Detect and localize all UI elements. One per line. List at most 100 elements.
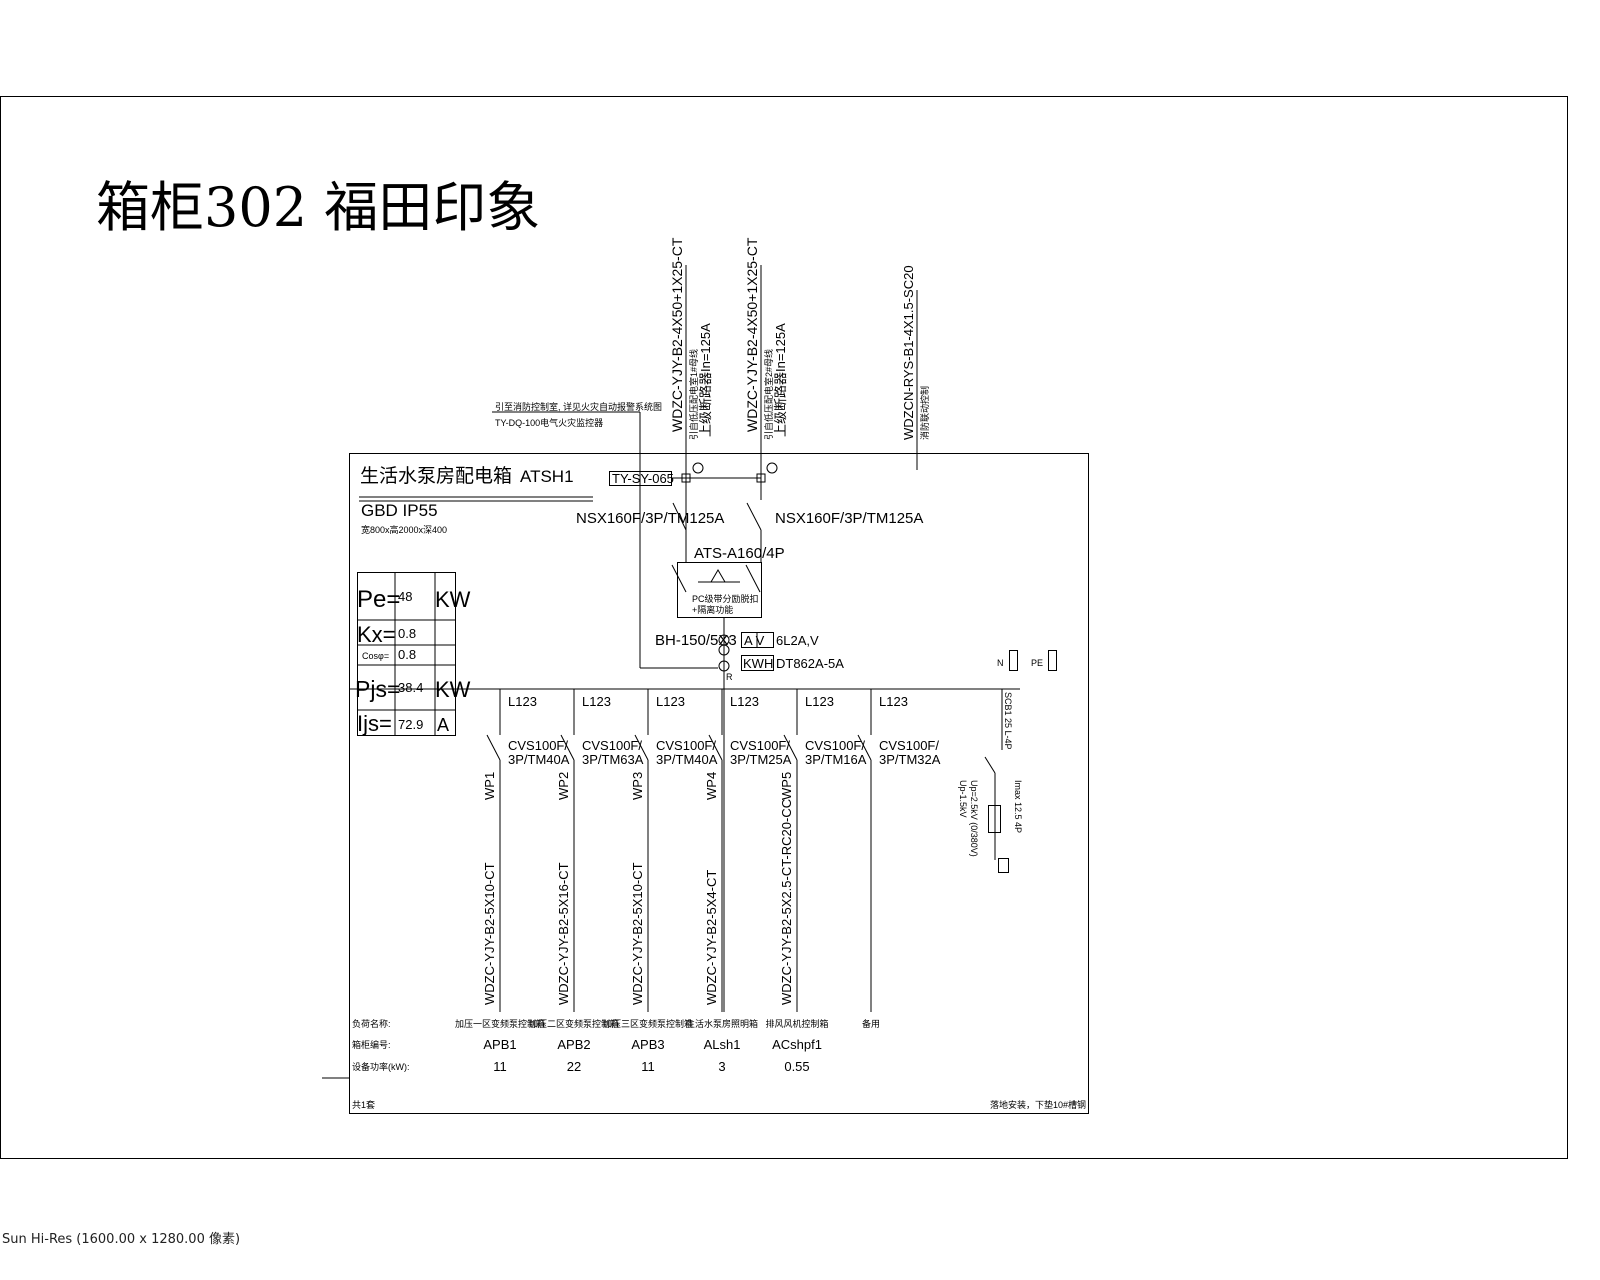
meter-av-model: 6L2A,V xyxy=(776,633,819,648)
surge-protector xyxy=(984,689,1009,873)
feeder-breaker-model: CVS100F/ xyxy=(805,738,865,753)
feeder-phase: L123 xyxy=(730,694,759,709)
row-label-power: 设备功率(kW): xyxy=(352,1061,410,1072)
feeder-breaker-rating: 3P/TM40A xyxy=(508,752,570,767)
feeder-box-code: ALsh1 xyxy=(704,1037,741,1052)
feeder-power: 22 xyxy=(567,1059,581,1074)
meter-av: A V xyxy=(744,633,765,648)
pe-unit: KW xyxy=(435,587,471,612)
spd-line-3: Up=2.5kV (0/380V) xyxy=(969,780,979,857)
feeder-breaker-model: CVS100F/ xyxy=(508,738,568,753)
ijs-label: Ijs= xyxy=(357,711,392,736)
feeder-phase: L123 xyxy=(805,694,834,709)
row-label-code: 箱柜编号: xyxy=(352,1039,391,1050)
feeder-power: 11 xyxy=(641,1059,655,1074)
feeder-power: 0.55 xyxy=(784,1059,809,1074)
feed2-cable: WDZC-YJY-B2-4X50+1X25-CT xyxy=(744,237,760,432)
breaker-contact xyxy=(560,734,575,761)
ats-note-1: PC级带分励脱扣 xyxy=(692,593,759,604)
dimensions: 宽800x高2000x深400 xyxy=(361,524,447,535)
pe-label: Pe= xyxy=(357,586,400,613)
feeder-breaker-rating: 3P/TM40A xyxy=(656,752,718,767)
feeder-power: 11 xyxy=(493,1059,507,1074)
breaker-contact xyxy=(857,734,872,761)
breaker-2: NSX160F/3P/TM125A xyxy=(775,510,923,527)
panel-name: 生活水泵房配电箱 xyxy=(360,465,512,487)
spd-line-4: Up-1.5kV xyxy=(958,780,968,818)
breaker-contact xyxy=(708,734,723,761)
feed1-note1: 引自低压配电室1#母线 xyxy=(688,349,699,440)
r-label: R xyxy=(726,672,733,682)
feeder-box-code: APB2 xyxy=(557,1037,590,1052)
feeder-id: WP1 xyxy=(482,772,497,800)
feeder-breaker-rating: 3P/TM32A xyxy=(879,752,941,767)
ijs-unit: A xyxy=(437,715,449,735)
page-title: 箱柜302 福田印象 xyxy=(96,176,540,239)
incoming-wiring xyxy=(349,265,1057,1012)
feeder-load-name: 加压二区变频泵控制箱 xyxy=(529,1018,619,1029)
cos-value: 0.8 xyxy=(398,647,416,662)
panel-box xyxy=(349,453,1089,1114)
ats-note-2: +隔离功能 xyxy=(692,604,733,615)
ats-switch: ATS-A160/4P xyxy=(694,545,785,562)
meter-kwh: KWH xyxy=(743,656,773,671)
current-transformer: BH-150/5X3 xyxy=(655,632,737,649)
feeder-phase: L123 xyxy=(582,694,611,709)
enclosure: GBD IP55 xyxy=(361,501,438,520)
feed1-note2: 上级断路器In=125A xyxy=(698,323,713,437)
feeder-phase: L123 xyxy=(508,694,537,709)
feeder-phase: L123 xyxy=(656,694,685,709)
breaker-contact xyxy=(634,734,649,761)
fire-cable-note: 消防联动控制 xyxy=(919,386,930,440)
feeder-load-name: 加压一区变频泵控制箱 xyxy=(455,1018,545,1029)
feeder-cable: WDZC-YJY-B2-5X16-CT xyxy=(556,862,571,1005)
spd-line-1: SCB1 25 L-4P xyxy=(1003,692,1013,750)
feed2-note2: 上级断路器In=125A xyxy=(773,323,788,437)
feed1-cable: WDZC-YJY-B2-4X50+1X25-CT xyxy=(669,237,685,432)
feeder-load-name: 生活水泵房照明箱 xyxy=(686,1018,758,1029)
kx-label: Kx= xyxy=(357,622,396,647)
pe-value: 48 xyxy=(398,589,412,604)
meter-kwh-model: DT862A-5A xyxy=(776,656,844,671)
feeder-cable: WDZC-YJY-B2-5X4-CT xyxy=(704,870,719,1005)
panel-code: ATSH1 xyxy=(520,467,574,486)
drawing-frame xyxy=(0,96,1568,1159)
feeder-cable: WDZC-YJY-B2-5X10-CT xyxy=(482,862,497,1005)
feeder-load-name: 排风风机控制箱 xyxy=(765,1018,828,1029)
feeder-load-name: 加压三区变频泵控制箱 xyxy=(603,1018,693,1029)
feeder-id: WP3 xyxy=(630,772,645,800)
feeder-cable: WDZC-YJY-B2-5X2.5-CT-RC20-CC xyxy=(779,799,794,1005)
fire-note-1: 引至消防控制室, 详见火灾自动报警系统图 xyxy=(495,401,662,412)
feeder-breaker-rating: 3P/TM63A xyxy=(582,752,644,767)
feeder-power: 3 xyxy=(718,1059,725,1074)
quantity: 共1套 xyxy=(352,1099,375,1110)
monitor-box: TY-SY-065 xyxy=(612,471,674,486)
feeder-breaker-model: CVS100F/ xyxy=(879,738,939,753)
pe-bar-label: PE xyxy=(1031,658,1043,668)
feeder-id: WP2 xyxy=(556,772,571,800)
cos-label: Cosφ= xyxy=(362,651,389,661)
pjs-value: 38.4 xyxy=(398,680,423,695)
install-note: 落地安装，下垫10#槽钢 xyxy=(990,1099,1086,1110)
feeder-box-code: APB1 xyxy=(483,1037,516,1052)
fire-cable: WDZCN-RYS-B1-4X1.5-SC20 xyxy=(901,265,916,440)
load-table xyxy=(357,572,456,736)
fire-note-2: TY-DQ-100电气火灾监控器 xyxy=(495,417,603,428)
feeder-breaker-model: CVS100F/ xyxy=(656,738,716,753)
feeder-box-code: ACshpf1 xyxy=(772,1037,822,1052)
kx-value: 0.8 xyxy=(398,626,416,641)
row-label-name: 负荷名称: xyxy=(352,1018,391,1029)
feeder-breaker-model: CVS100F/ xyxy=(730,738,790,753)
feeder-cable: WDZC-YJY-B2-5X10-CT xyxy=(630,862,645,1005)
breaker-contact xyxy=(486,734,501,761)
feeder-id: WP5 xyxy=(779,772,794,800)
feeder-breaker-model: CVS100F/ xyxy=(582,738,642,753)
feeder-breaker-rating: 3P/TM16A xyxy=(805,752,867,767)
feeder-breaker-rating: 3P/TM25A xyxy=(730,752,792,767)
feeder-load-name: 备用 xyxy=(862,1018,880,1029)
spd-line-2: Imax 12.5 4P xyxy=(1013,780,1023,833)
breaker-contact xyxy=(783,734,798,761)
feed2-note1: 引自低压配电室2#母线 xyxy=(763,349,774,440)
